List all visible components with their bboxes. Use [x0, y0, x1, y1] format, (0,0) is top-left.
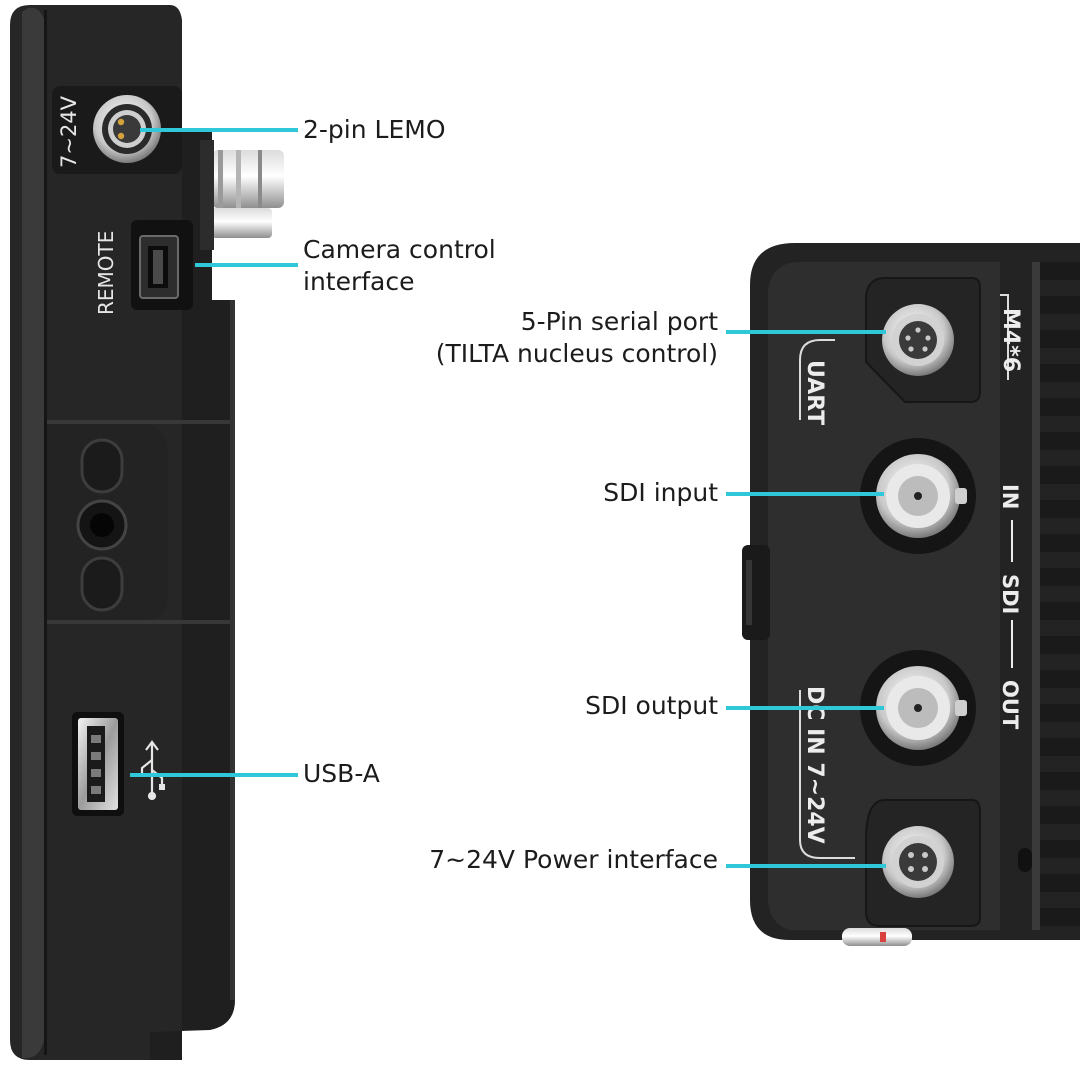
- usb-symbol-icon: [140, 740, 165, 801]
- remote-marking: REMOTE: [94, 231, 118, 315]
- callout-lines: [130, 128, 886, 868]
- callout-power-label: 7~24V Power interface: [429, 845, 718, 874]
- uart-marking: UART: [802, 360, 827, 425]
- callout-camera-control-line1: Camera control: [303, 235, 496, 264]
- callout-lemo-label: 2-pin LEMO: [303, 115, 446, 144]
- callout-usb-label: USB-A: [303, 759, 380, 788]
- callout-serial-label: 5-Pin serial port (TILTA nucleus control…: [436, 306, 718, 370]
- callout-sdi-output-label: SDI output: [585, 691, 718, 720]
- sdi-marking: SDI: [998, 574, 1022, 614]
- sdi-out-marking: OUT: [998, 680, 1022, 730]
- callout-camera-control-label: Camera control interface: [303, 234, 496, 298]
- callout-camera-control-line2: interface: [303, 267, 415, 296]
- callout-serial-line2: (TILTA nucleus control): [435, 339, 718, 368]
- sdi-in-marking: IN: [998, 484, 1022, 509]
- monitor-back-panel: UART M4*6 IN SDI OUT DC IN 7~24V: [742, 243, 1080, 946]
- cooling-fins: [1040, 262, 1080, 926]
- monitor-side-view: 7~24V REMOTE: [10, 5, 284, 1060]
- dc-in-marking: DC IN 7~24V: [802, 686, 827, 844]
- callout-serial-line1: 5-Pin serial port: [520, 307, 718, 336]
- voltage-marking: 7~24V: [57, 95, 81, 168]
- callout-sdi-input-label: SDI input: [603, 478, 718, 507]
- thread-marking: M4*6: [998, 308, 1023, 372]
